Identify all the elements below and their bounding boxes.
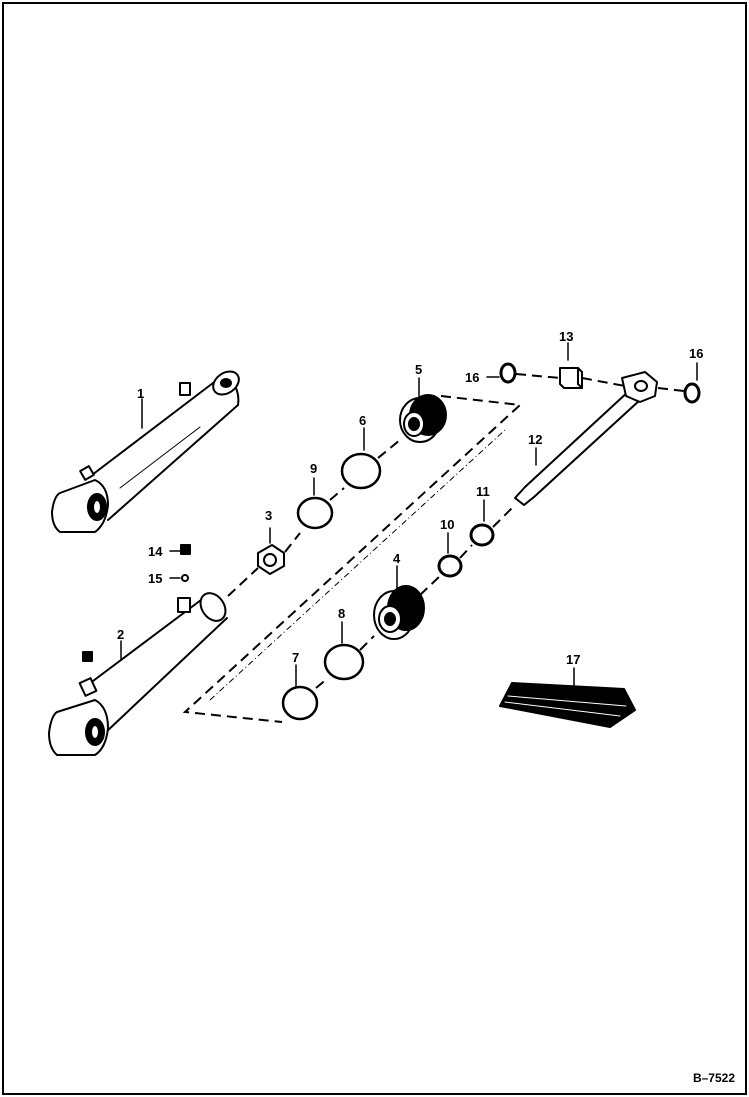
part-decal-17 xyxy=(499,682,636,728)
cylinder-assembly-upper xyxy=(51,370,240,533)
washer-15 xyxy=(181,574,189,582)
callout-10: 10 xyxy=(440,517,455,532)
callout-16-right: 16 xyxy=(689,346,704,361)
leader-14-15 xyxy=(169,550,181,579)
callout-15: 15 xyxy=(148,571,163,586)
callout-7: 7 xyxy=(292,650,300,665)
part-seal-10 xyxy=(437,554,463,578)
callout-9: 9 xyxy=(310,461,318,476)
callout-5: 5 xyxy=(415,362,423,377)
part-pin-13 xyxy=(559,367,583,389)
callout-4: 4 xyxy=(393,551,401,566)
part-seal-11 xyxy=(469,523,495,547)
assembly-lines xyxy=(182,373,685,723)
part-oring-9 xyxy=(296,496,334,530)
callout-11: 11 xyxy=(476,484,490,499)
cylinder-barrel xyxy=(48,544,228,756)
callout-16-left: 16 xyxy=(465,370,480,385)
callout-8: 8 xyxy=(338,606,346,621)
callout-13: 13 xyxy=(559,329,574,344)
callout-2: 2 xyxy=(117,627,125,642)
callout-12: 12 xyxy=(528,432,543,447)
callout-3: 3 xyxy=(265,508,273,523)
callout-6: 6 xyxy=(359,413,367,428)
callout-1: 1 xyxy=(137,386,145,401)
callout-17: 17 xyxy=(566,652,581,667)
part-nut xyxy=(257,544,285,575)
part-piston-5 xyxy=(399,394,447,443)
callout-14: 14 xyxy=(148,544,163,559)
centerline xyxy=(209,429,506,701)
part-ring-8 xyxy=(323,643,365,681)
figure-reference: B–7522 xyxy=(692,1071,735,1085)
part-rod-12 xyxy=(514,371,658,506)
part-ring-6 xyxy=(340,452,382,490)
part-oring-7 xyxy=(281,685,319,721)
part-bushing-16-right xyxy=(683,382,701,404)
part-bushing-16-left xyxy=(499,362,517,384)
part-piston-4 xyxy=(373,585,425,640)
